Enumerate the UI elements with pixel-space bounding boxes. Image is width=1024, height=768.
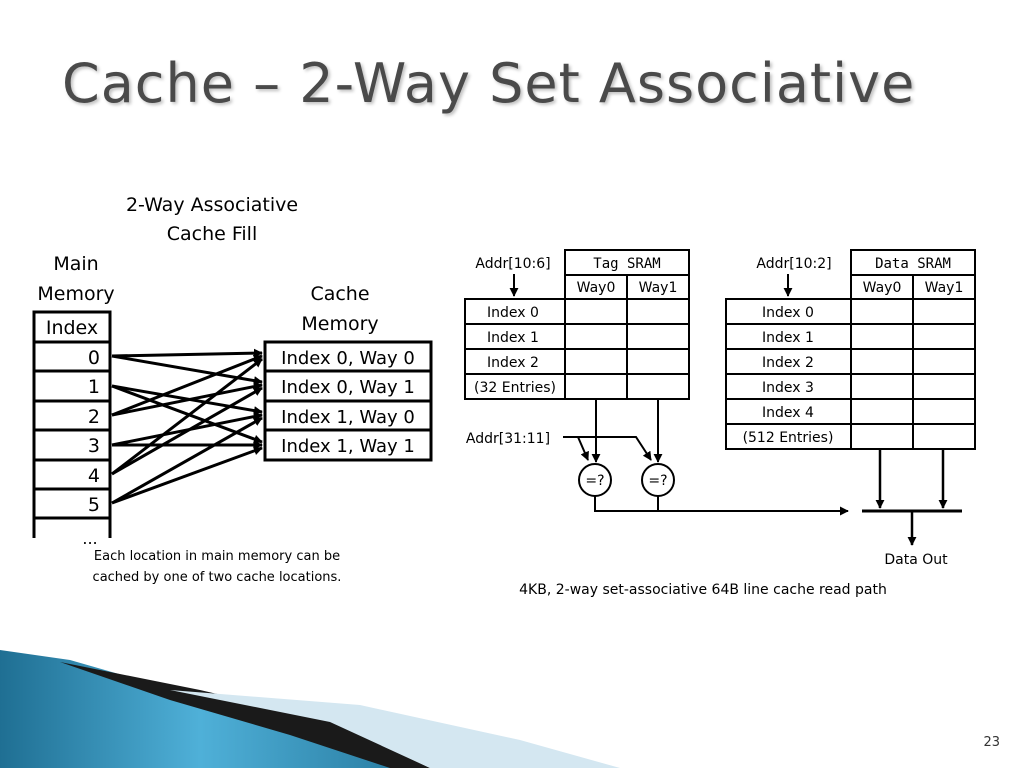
compare-addr-label: Addr[31:11] (466, 431, 550, 447)
main-memory-ellipsis: ... (82, 529, 97, 548)
cache-row: Index 0, Way 1 (281, 377, 415, 398)
slide-number: 23 (983, 735, 1000, 750)
main-memory-row: 3 (88, 435, 100, 457)
cache-memory-label-line2: Memory (301, 313, 378, 335)
main-memory-row: 5 (88, 494, 100, 516)
data-row: (512 Entries) (743, 430, 834, 446)
fill-caption-line1: Each location in main memory can be (94, 549, 340, 564)
data-row: Index 0 (762, 305, 814, 321)
tag-row: Index 2 (487, 355, 539, 371)
compare-path: Addr[31:11] =? =? (466, 399, 849, 516)
fill-heading-line1: 2-Way Associative (126, 194, 298, 216)
comparator-label: =? (648, 473, 667, 489)
tag-row: Index 1 (487, 330, 539, 346)
main-memory-label-line2: Memory (37, 283, 114, 305)
cache-row: Index 1, Way 0 (281, 407, 415, 428)
cache-memory-label-line1: Cache (310, 283, 369, 305)
main-memory-row: 2 (88, 406, 100, 428)
data-sram: Addr[10:2] Data SRAM Way0 Way1 Index 0 I… (725, 249, 976, 450)
tag-sram: Addr[10:6] Tag SRAM Way0 Way1 Index 0 In… (464, 249, 690, 400)
tag-row: Index 0 (487, 305, 539, 321)
main-memory-row: 4 (88, 465, 100, 487)
data-way0-header: Way0 (863, 280, 902, 296)
tag-way0-header: Way0 (577, 280, 616, 296)
fill-heading-line2: Cache Fill (167, 223, 258, 245)
main-memory-table: Index 0 1 2 3 4 5 ... (32, 310, 112, 548)
data-row: Index 3 (762, 380, 814, 396)
data-row: Index 4 (762, 405, 814, 421)
main-memory-row: 1 (88, 376, 100, 398)
slide-title: Cache – 2-Way Set Associative (62, 52, 916, 115)
read-path-caption: 4KB, 2-way set-associative 64B line cach… (519, 582, 887, 598)
data-sram-title: Data SRAM (875, 256, 951, 272)
tag-sram-title: Tag SRAM (593, 256, 660, 272)
read-path-diagram: Addr[10:6] Tag SRAM Way0 Way1 Index 0 In… (464, 249, 976, 598)
data-row: Index 1 (762, 330, 814, 346)
data-row: Index 2 (762, 355, 814, 371)
data-out-label: Data Out (884, 552, 948, 568)
comparator-label: =? (585, 473, 604, 489)
tag-way1-header: Way1 (639, 280, 678, 296)
tag-addr-label: Addr[10:6] (475, 256, 550, 272)
data-mux: Data Out (862, 449, 962, 568)
fill-caption-line2: cached by one of two cache locations. (93, 570, 342, 585)
main-memory-label-line1: Main (53, 253, 98, 275)
main-memory-row: 0 (88, 347, 100, 369)
data-way1-header: Way1 (925, 280, 964, 296)
mapping-arrows (111, 348, 263, 505)
cache-fill-diagram: 2-Way Associative Cache Fill Main Memory… (32, 194, 433, 585)
main-memory-header: Index (46, 317, 98, 339)
cache-row: Index 0, Way 0 (281, 348, 415, 369)
cache-row: Index 1, Way 1 (281, 436, 415, 457)
data-addr-label: Addr[10:2] (756, 256, 831, 272)
cache-memory-table: Index 0, Way 0 Index 0, Way 1 Index 1, W… (263, 340, 433, 462)
tag-row: (32 Entries) (474, 380, 556, 396)
